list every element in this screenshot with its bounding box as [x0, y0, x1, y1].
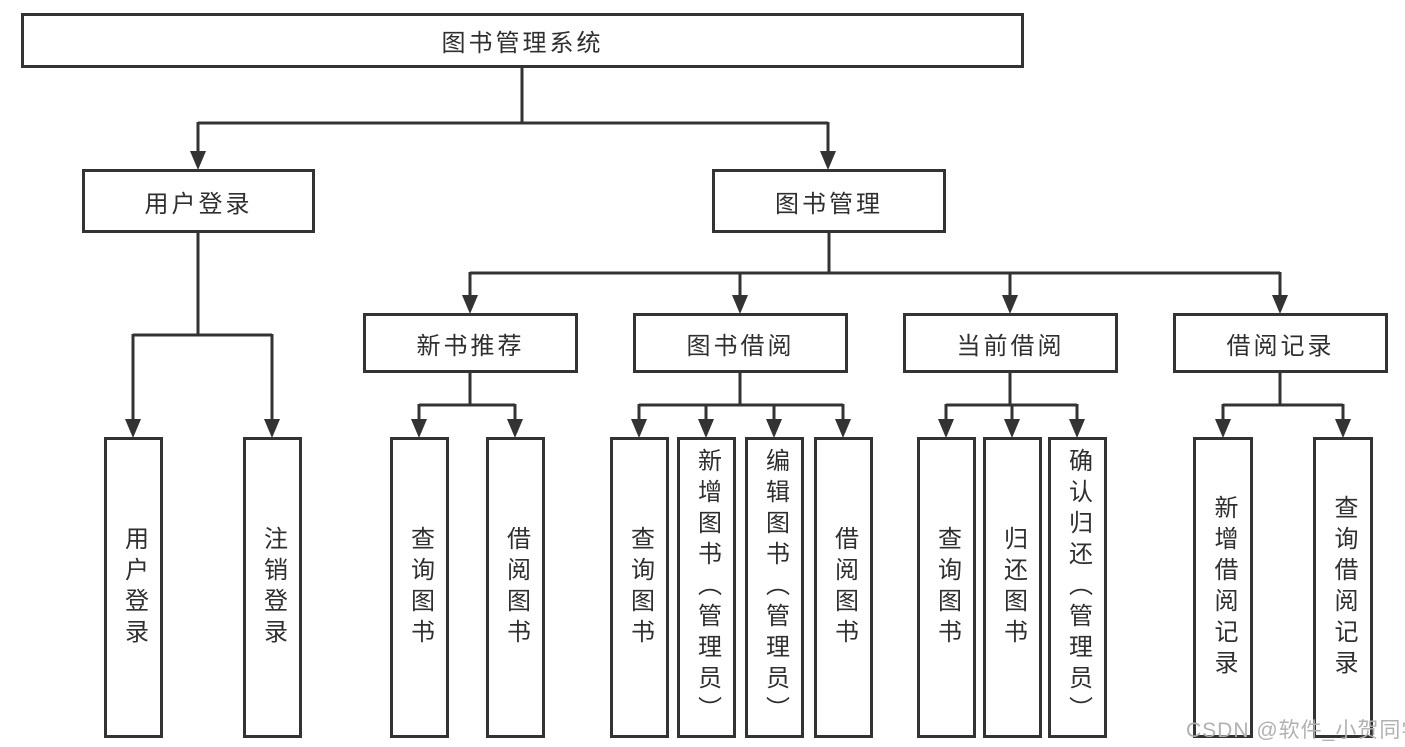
node-borrow-records-label: 借阅记录 — [1226, 332, 1335, 360]
node-borrow-records: 借阅记录 — [1173, 313, 1388, 373]
arrowheads — [125, 151, 1351, 438]
leaf-query-books-recommend: 查询图书 — [390, 437, 449, 738]
leaf-query-borrow-record-label: 查询借阅记录 — [1330, 494, 1357, 681]
leaf-query-books-borrow: 查询图书 — [610, 437, 669, 738]
leaf-confirm-return-admin: 确认归还（管理员） — [1048, 437, 1107, 738]
leaf-edit-books-admin-label: 编辑图书（管理员） — [761, 448, 789, 727]
node-book-borrow: 图书借阅 — [633, 313, 848, 373]
leaf-query-books-current-label: 查询图书 — [933, 525, 961, 650]
leaf-add-borrow-record: 新增借阅记录 — [1193, 437, 1253, 738]
node-book-borrow-label: 图书借阅 — [686, 332, 795, 360]
node-current-borrow-label: 当前借阅 — [956, 332, 1065, 360]
node-root-label: 图书管理系统 — [441, 30, 604, 57]
node-book-management-label: 图书管理 — [775, 190, 883, 218]
leaf-add-books-admin-label: 新增图书（管理员） — [693, 448, 721, 727]
leaf-user-login-label: 用户登录 — [120, 525, 148, 650]
node-new-book-recommend: 新书推荐 — [363, 313, 578, 373]
node-user-login: 用户登录 — [82, 169, 315, 233]
leaf-query-borrow-record: 查询借阅记录 — [1313, 437, 1373, 738]
leaf-user-login: 用户登录 — [104, 437, 163, 738]
leaf-confirm-return-admin-label: 确认归还（管理员） — [1064, 448, 1092, 727]
leaf-add-borrow-record-label: 新增借阅记录 — [1210, 494, 1237, 681]
leaf-add-books-admin: 新增图书（管理员） — [677, 437, 736, 738]
leaf-edit-books-admin: 编辑图书（管理员） — [745, 437, 804, 738]
leaf-borrow-books: 借阅图书 — [814, 437, 873, 738]
leaf-query-books-current: 查询图书 — [917, 437, 976, 738]
leaf-borrow-books-recommend-label: 借阅图书 — [502, 525, 530, 650]
node-user-login-label: 用户登录 — [144, 190, 253, 218]
leaf-query-books-recommend-label: 查询图书 — [406, 525, 434, 650]
leaf-borrow-books-label: 借阅图书 — [830, 525, 858, 650]
csdn-watermark: CSDN @软件_小贺同学 — [1186, 719, 1405, 742]
node-current-borrow: 当前借阅 — [903, 313, 1118, 373]
node-new-book-recommend-label: 新书推荐 — [416, 332, 525, 360]
leaf-return-books-label: 归还图书 — [999, 525, 1027, 650]
node-root: 图书管理系统 — [21, 13, 1024, 68]
leaf-logout-label: 注销登录 — [259, 525, 287, 650]
leaf-borrow-books-recommend: 借阅图书 — [486, 437, 545, 738]
leaf-query-books-borrow-label: 查询图书 — [626, 525, 654, 650]
node-book-management: 图书管理 — [712, 169, 946, 233]
leaf-return-books: 归还图书 — [983, 437, 1042, 738]
leaf-logout: 注销登录 — [243, 437, 302, 738]
